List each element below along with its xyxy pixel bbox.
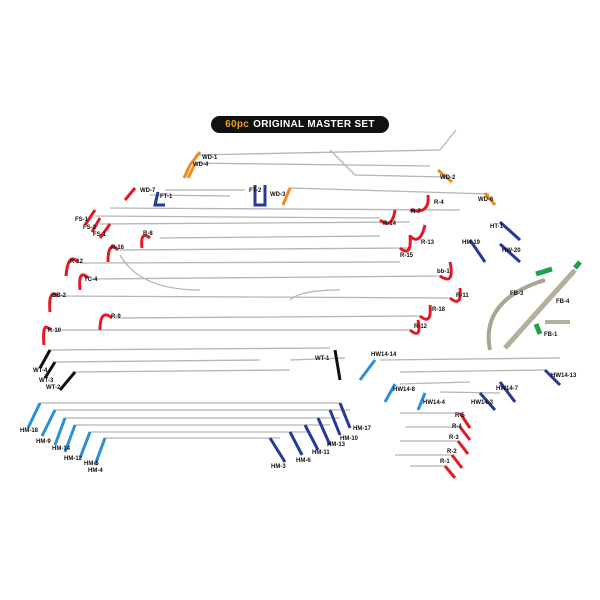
tool-label: HM-4 [88,468,103,474]
tool-label: WT-2 [46,385,61,391]
set-title-banner: 60pc ORIGINAL MASTER SET [211,116,389,133]
tool-label: HW14-13 [551,373,577,379]
tool-label: R-12 [414,324,428,330]
tool-label: FS-1 [93,232,107,238]
tool-label: HM-17 [353,426,372,432]
tool-label: HM-19 [462,240,481,246]
tool-label: HM-12 [64,456,83,462]
tool-label: HW14-14 [371,352,397,358]
tool-label: R-1 [440,459,450,465]
tool-label: FB-1 [544,332,558,338]
tool-label: HM-11 [312,450,330,456]
tool-label: FS-2 [83,225,97,231]
tool-label: WD-3 [270,192,286,198]
orange-handles [182,151,497,206]
tool-label: HW-20 [502,248,521,254]
piece-count: 60pc [225,119,250,130]
flat-bars [486,260,582,351]
tool-label: R-18 [432,307,446,313]
set-title: ORIGINAL MASTER SET [253,119,375,130]
tool-label: R-14 [383,221,397,227]
tool-label: R-2 [447,449,457,455]
tool-label: WD-6 [478,197,494,203]
tool-label: R-16 [111,245,125,251]
tool-label: R-10 [48,328,62,334]
tool-label: HW14-3 [471,400,494,406]
tool-label: FB-4 [556,299,570,305]
tool-label: R-5 [455,413,465,419]
tool-label: HM-5 [84,461,99,467]
tool-label: HM-3 [271,464,286,470]
tool-label: HM-18 [20,428,39,434]
tool-label: BB-2 [52,293,67,299]
steel-rods [40,129,561,467]
tool-label: R-3 [449,435,459,441]
tool-label: HT-1 [490,224,504,230]
tool-label: WD-1 [202,155,218,161]
tool-label: HW14-4 [423,400,446,406]
tool-label: R-13 [421,240,435,246]
tool-label: HM-10 [340,436,359,442]
tool-label: bb-1 [437,269,450,275]
tool-label: R-12 [70,259,84,265]
tool-label: R-11 [456,293,469,299]
tool-label: HW14-8 [393,387,416,393]
tool-label: WT-1 [315,356,330,362]
tool-label: R-8 [143,231,153,237]
tool-label: WT-3 [39,378,54,384]
light-blue-handles [26,359,427,466]
dark-blue-handles [153,185,562,463]
tool-label: FT-1 [160,194,173,200]
tool-label: HW14-7 [496,386,519,392]
tool-label: FB-3 [510,291,524,297]
red-handles [42,187,472,479]
tool-label: WD-4 [193,162,209,168]
tool-label: WD-7 [140,188,156,194]
tool-label: WD-2 [440,175,456,181]
tool-label: R-15 [400,253,414,259]
tool-label: TC-4 [84,277,98,283]
tool-label: HM-13 [327,442,346,448]
tool-label: R-9 [111,314,121,320]
tool-label: WT-4 [33,368,48,374]
tool-label: HM-9 [36,439,51,445]
tool-label: HM-6 [296,458,311,464]
tool-label: FS-1 [75,217,89,223]
tool-label: R-7 [411,209,421,215]
black-handles [38,349,342,391]
tool-label: HM-14 [52,446,71,452]
tool-label: R-4 [452,424,462,430]
tool-label: FT-2 [249,188,262,194]
tool-label: R-4 [434,200,444,206]
